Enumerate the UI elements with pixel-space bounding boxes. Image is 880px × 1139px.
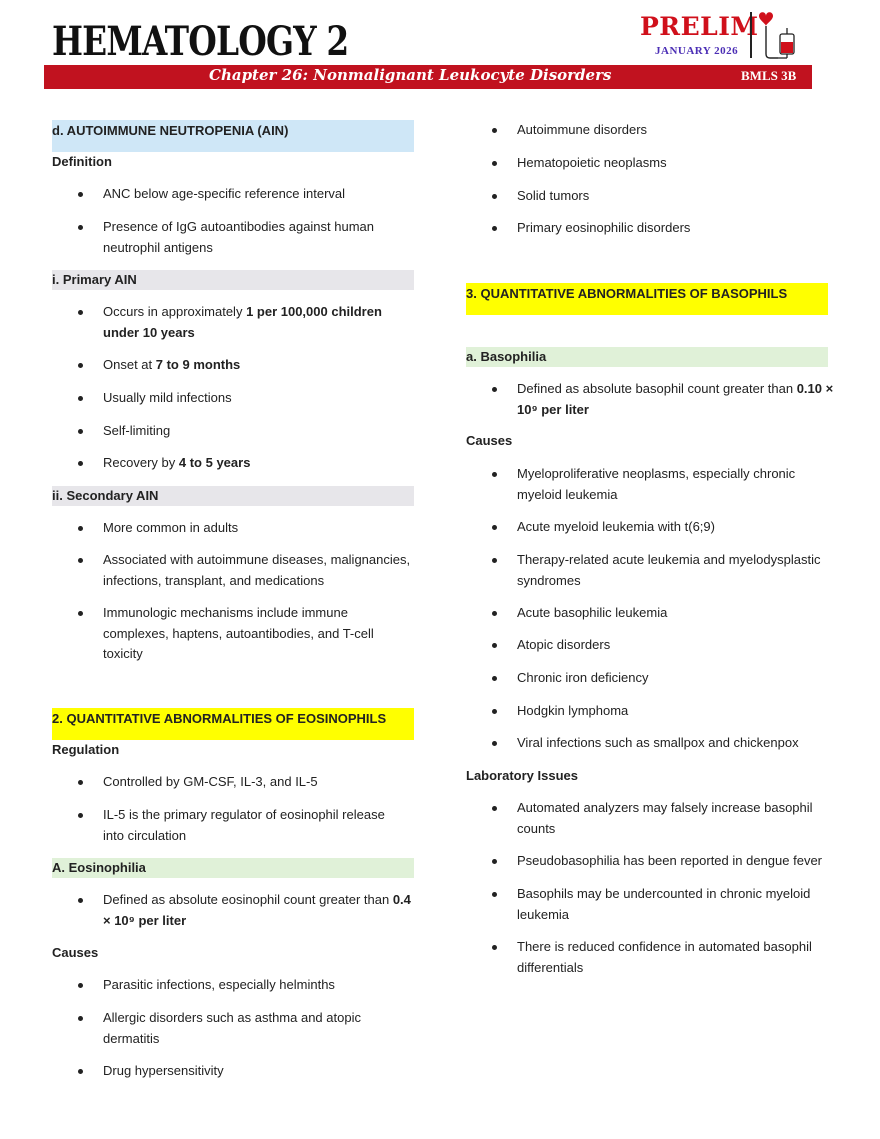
list-item: Associated with autoimmune diseases, mal…	[78, 550, 418, 591]
section-heading-eosinophilia: A. Eosinophilia	[52, 858, 414, 878]
list-item: Recovery by 4 to 5 years	[78, 453, 414, 474]
list-item: Occurs in approximately 1 per 100,000 ch…	[78, 302, 403, 343]
list-item: ANC below age-specific reference interva…	[78, 184, 414, 205]
list-item: Automated analyzers may falsely increase…	[492, 798, 817, 839]
list-item: Hematopoietic neoplasms	[492, 153, 828, 174]
header-divider	[750, 12, 752, 58]
list-item: Presence of IgG autoantibodies against h…	[78, 217, 393, 258]
list-item: Parasitic infections, especially helmint…	[78, 975, 414, 996]
list-item: Chronic iron deficiency	[492, 668, 828, 689]
prelim-label: PRELIM	[640, 12, 759, 41]
causes-label: Causes	[466, 433, 513, 448]
section-heading-basophils: 3. QUANTITATIVE ABNORMALITIES OF BASOPHI…	[466, 283, 828, 315]
list-item: Solid tumors	[492, 186, 828, 207]
section-heading-secondary-ain: ii. Secondary AIN	[52, 486, 414, 506]
chapter-title: Chapter 26: Nonmalignant Leukocyte Disor…	[209, 66, 612, 84]
list-item: Pseudobasophilia has been reported in de…	[492, 851, 835, 872]
list-item: Usually mild infections	[78, 388, 414, 409]
course-code: BMLS 3B	[741, 68, 797, 83]
list-item: More common in adults	[78, 518, 414, 539]
heart-blood-bag-icon	[759, 12, 795, 59]
list-item: Drug hypersensitivity	[78, 1061, 414, 1082]
list-item: Viral infections such as smallpox and ch…	[492, 733, 828, 754]
list-item: IL-5 is the primary regulator of eosinop…	[78, 805, 403, 846]
list-item: Acute myeloid leukemia with t(6;9)	[492, 517, 828, 538]
list-item: Defined as absolute basophil count great…	[492, 379, 835, 420]
list-item: Myeloproliferative neoplasms, especially…	[492, 464, 817, 505]
list-item: Allergic disorders such as asthma and at…	[78, 1008, 393, 1049]
definition-label: Definition	[52, 154, 112, 169]
list-item: Self-limiting	[78, 421, 414, 442]
section-heading-basophilia: a. Basophilia	[466, 347, 828, 367]
list-item: Immunologic mechanisms include immune co…	[78, 603, 393, 665]
section-heading-eosinophils: 2. QUANTITATIVE ABNORMALITIES OF EOSINOP…	[52, 708, 414, 740]
document-title: HEMATOLOGY 2	[52, 18, 349, 65]
list-item: Hodgkin lymphoma	[492, 701, 828, 722]
lab-issues-label: Laboratory Issues	[466, 768, 578, 783]
list-item: Controlled by GM-CSF, IL-3, and IL-5	[78, 772, 414, 793]
causes-label: Causes	[52, 945, 99, 960]
list-item: Atopic disorders	[492, 635, 828, 656]
list-item: Basophils may be undercounted in chronic…	[492, 884, 817, 925]
list-item: Autoimmune disorders	[492, 120, 828, 141]
month-label: JANUARY 2026	[655, 45, 739, 57]
list-item: Acute basophilic leukemia	[492, 603, 828, 624]
list-item: Primary eosinophilic disorders	[492, 218, 828, 239]
list-item: Onset at 7 to 9 months	[78, 355, 414, 376]
section-heading-primary-ain: i. Primary AIN	[52, 270, 414, 290]
chapter-banner: Chapter 26: Nonmalignant Leukocyte Disor…	[44, 65, 812, 89]
list-item: Therapy-related acute leukemia and myelo…	[492, 550, 835, 591]
section-heading-ain: d. AUTOIMMUNE NEUTROPENIA (AIN)	[52, 120, 414, 152]
regulation-label: Regulation	[52, 742, 120, 757]
list-item: Defined as absolute eosinophil count gre…	[78, 890, 414, 931]
list-item: There is reduced confidence in automated…	[492, 937, 817, 978]
